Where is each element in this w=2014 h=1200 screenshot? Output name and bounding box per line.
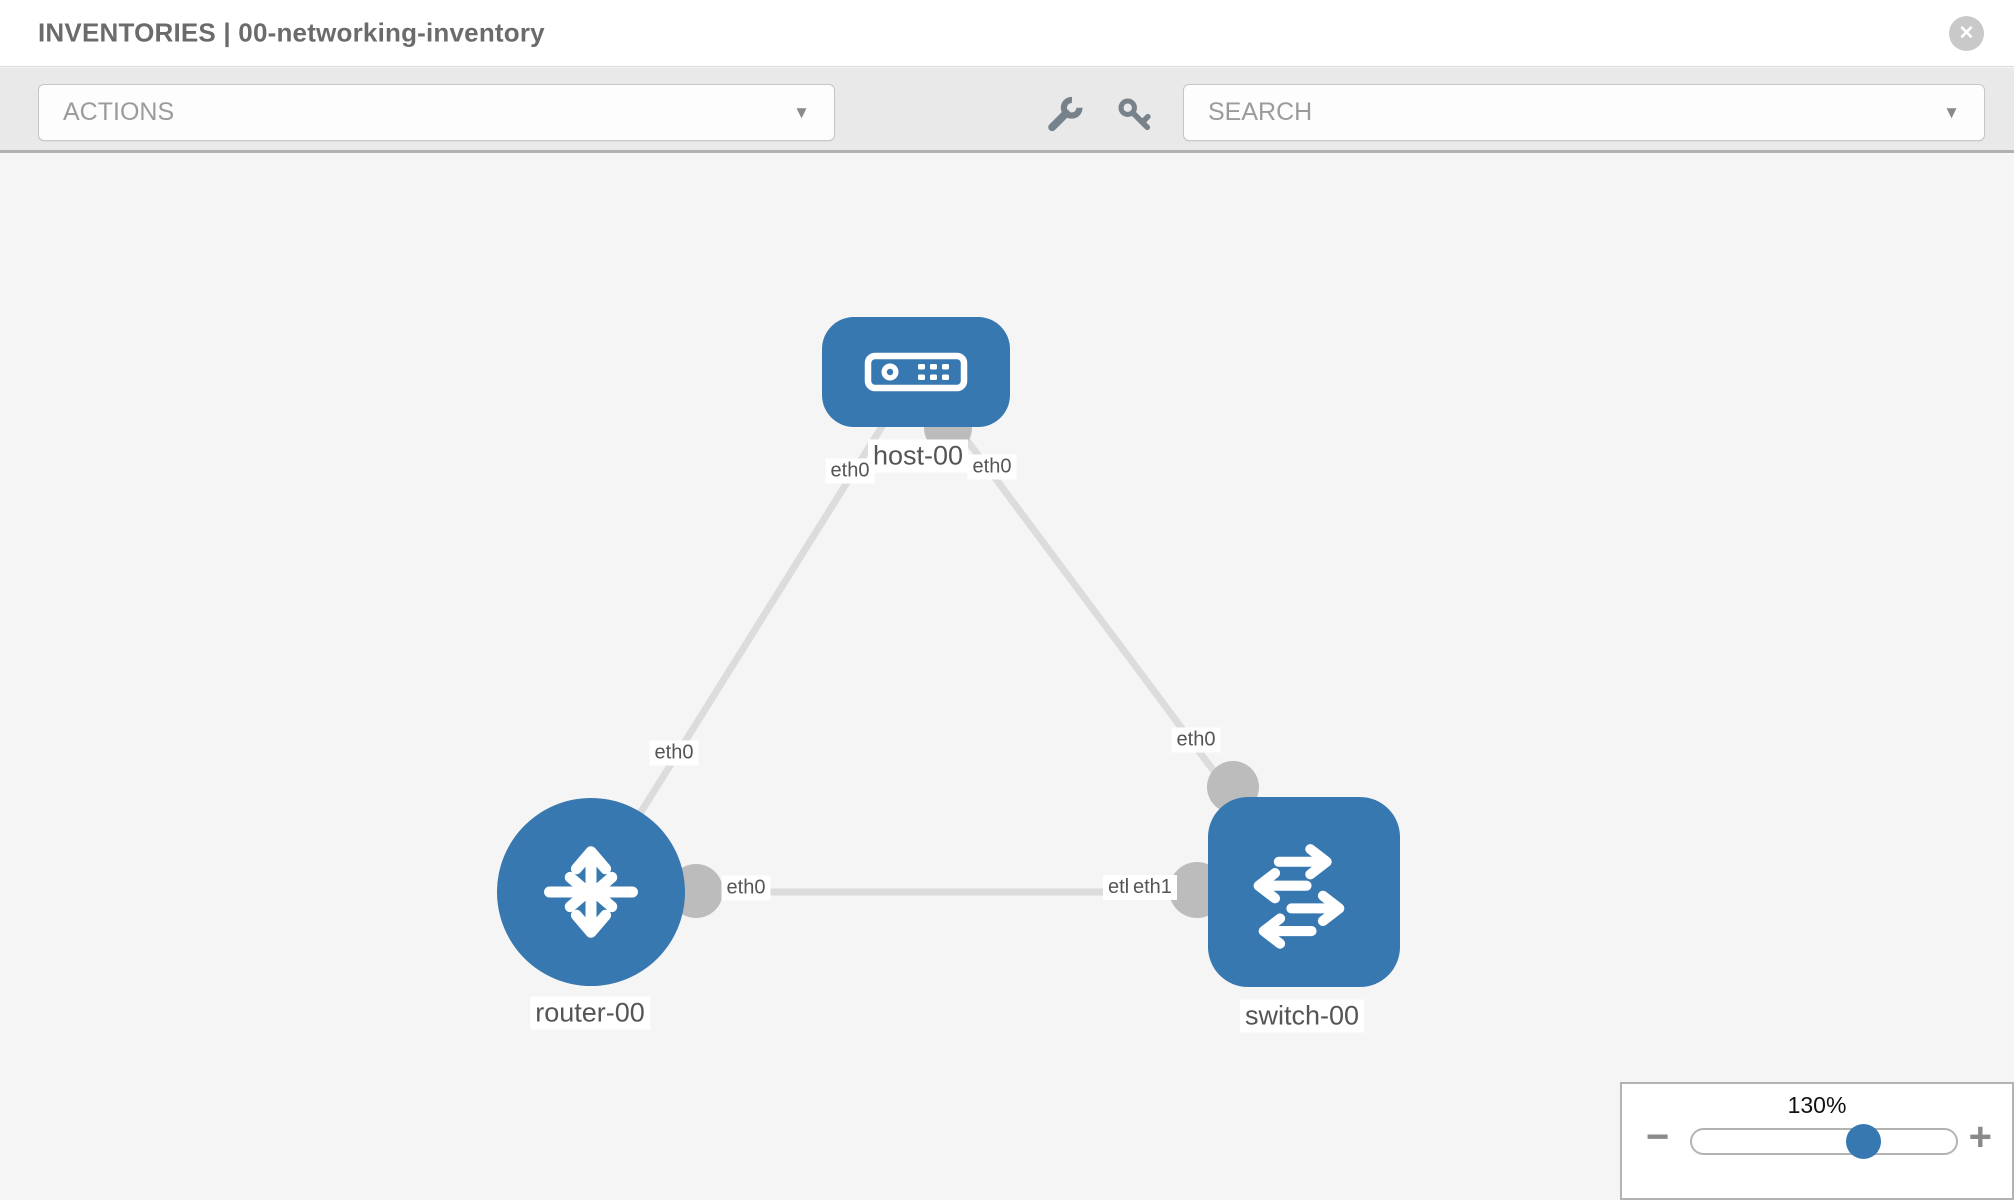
close-icon: ✕: [1958, 23, 1975, 44]
node-label-router-00: router-00: [530, 996, 650, 1030]
plus-icon: +: [1968, 1115, 1992, 1159]
router-icon: [544, 846, 638, 938]
actions-dropdown-label: ACTIONS: [63, 98, 175, 126]
node-label-switch-00: switch-00: [1239, 999, 1365, 1033]
toolbar: ACTIONS ▼ SEARCH ▼: [0, 68, 2014, 153]
zoom-out-button[interactable]: −: [1646, 1117, 1669, 1157]
minus-icon: −: [1646, 1115, 1670, 1159]
interface-label-host-right: eth0: [967, 454, 1017, 480]
zoom-control-panel: 130% − +: [1620, 1082, 2014, 1200]
close-button[interactable]: ✕: [1949, 16, 1984, 51]
page-title: INVENTORIES | 00-networking-inventory: [38, 17, 545, 48]
interface-label-host-left: eth0: [825, 458, 875, 484]
chevron-down-icon: ▼: [1943, 102, 1960, 122]
zoom-slider-thumb[interactable]: [1846, 1124, 1881, 1159]
node-router-00[interactable]: [497, 798, 685, 986]
key-icon[interactable]: [1116, 96, 1154, 134]
node-switch-00[interactable]: [1208, 797, 1400, 987]
interface-label-router-right: eth0: [721, 875, 771, 901]
node-host-00[interactable]: [822, 317, 1010, 427]
zoom-level-label: 130%: [1787, 1092, 1847, 1118]
interface-label-router-top: eth0: [649, 740, 699, 766]
topology-canvas[interactable]: host-00 router-00 switch-00 eth0 eth0 et…: [0, 155, 2014, 1200]
topology-links-layer: [588, 369, 1307, 918]
host-icon: [864, 352, 968, 392]
panel-header: INVENTORIES | 00-networking-inventory ✕: [0, 0, 2014, 67]
search-dropdown[interactable]: SEARCH ▼: [1183, 84, 1985, 141]
wrench-icon[interactable]: [1046, 96, 1084, 134]
chevron-down-icon: ▼: [793, 102, 810, 122]
node-label-host-00: host-00: [867, 439, 969, 473]
search-dropdown-label: SEARCH: [1208, 98, 1313, 126]
switch-icon: [1253, 844, 1345, 949]
actions-dropdown[interactable]: ACTIONS ▼: [38, 84, 835, 141]
zoom-in-button[interactable]: +: [1969, 1117, 1992, 1157]
zoom-slider-track[interactable]: [1690, 1128, 1958, 1155]
interface-label-switch-left-front: eth1: [1128, 875, 1177, 900]
interface-label-switch-top: eth0: [1171, 727, 1221, 753]
